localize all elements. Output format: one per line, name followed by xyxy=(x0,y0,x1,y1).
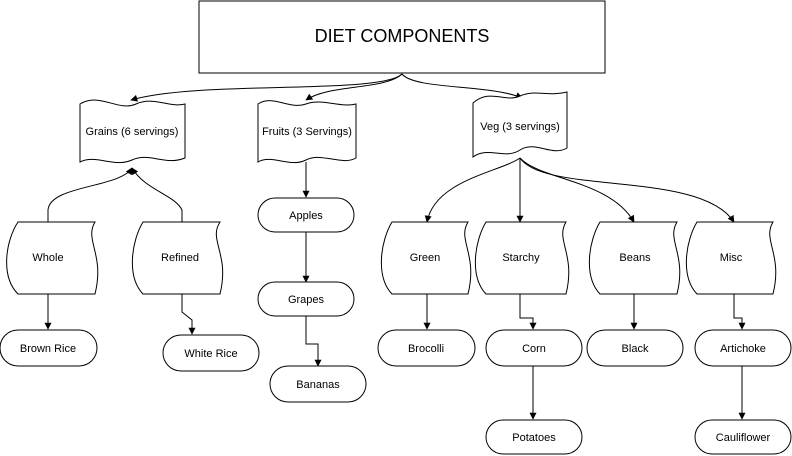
edge-refined-whiterice xyxy=(181,294,196,335)
edge-veg-green xyxy=(424,157,521,223)
food-label-brocolli: Brocolli xyxy=(408,343,444,355)
food-label-black: Black xyxy=(622,343,649,355)
subgroup-label-refined: Refined xyxy=(161,252,199,264)
food-label-artichoke: Artichoke xyxy=(720,343,766,355)
subgroup-label-beans: Beans xyxy=(619,252,651,264)
edge-misc-artichoke xyxy=(733,294,746,330)
subgroup-label-green: Green xyxy=(410,252,441,264)
group-node-grains: Grains (6 servings) xyxy=(79,99,186,164)
subgroup-label-misc: Misc xyxy=(720,252,743,264)
food-node-apples: Apples xyxy=(257,197,355,233)
subgroup-node-starchy: Starchy xyxy=(474,221,570,295)
subgroup-node-misc: Misc xyxy=(685,221,777,295)
food-node-black: Black xyxy=(586,329,684,367)
food-label-cauliflower: Cauliflower xyxy=(716,432,771,444)
food-label-apples: Apples xyxy=(289,210,323,222)
edge-title-fruits xyxy=(305,73,403,101)
group-node-veg: Veg (3 servings) xyxy=(472,91,568,158)
edge-veg-beans xyxy=(519,157,635,223)
group-label-fruits: Fruits (3 Servings) xyxy=(262,126,352,138)
group-label-grains: Grains (6 servings) xyxy=(86,126,179,138)
food-node-brown-rice: Brown Rice xyxy=(0,329,98,367)
food-node-grapes: Grapes xyxy=(257,281,355,317)
diagram-title: DIET COMPONENTS xyxy=(315,26,490,46)
food-node-potatoes: Potatoes xyxy=(485,419,583,455)
food-label-bananas: Bananas xyxy=(296,379,340,391)
connectors xyxy=(44,73,746,420)
edge-veg-misc xyxy=(519,157,735,223)
food-label-brown-rice: Brown Rice xyxy=(20,343,76,355)
food-node-corn: Corn xyxy=(485,329,583,367)
subgroup-node-beans: Beans xyxy=(588,221,681,295)
edge-grapes-bananas xyxy=(305,316,322,367)
subgroup-node-whole: Whole xyxy=(6,221,99,295)
food-label-corn: Corn xyxy=(522,343,546,355)
food-node-cauliflower: Cauliflower xyxy=(694,419,792,455)
edge-title-grains xyxy=(130,73,403,102)
food-label-grapes: Grapes xyxy=(288,294,325,306)
edge-refined-grains xyxy=(131,167,183,222)
subgroup-node-green: Green xyxy=(380,221,472,295)
group-label-veg: Veg (3 servings) xyxy=(480,121,559,133)
subgroup-label-starchy: Starchy xyxy=(502,252,540,264)
food-label-white-rice: White Rice xyxy=(184,348,237,360)
title-node: DIET COMPONENTS xyxy=(198,0,606,74)
edge-starchy-corn xyxy=(519,294,537,330)
food-label-potatoes: Potatoes xyxy=(512,432,556,444)
subgroup-label-whole: Whole xyxy=(32,252,63,264)
group-node-fruits: Fruits (3 Servings) xyxy=(257,100,357,164)
food-node-bananas: Bananas xyxy=(269,365,367,403)
food-node-brocolli: Brocolli xyxy=(377,329,476,367)
food-node-white-rice: White Rice xyxy=(162,334,260,372)
edge-title-veg xyxy=(401,73,523,99)
edge-whole-grains xyxy=(47,167,133,222)
food-node-artichoke: Artichoke xyxy=(694,329,792,367)
subgroup-node-refined: Refined xyxy=(131,221,224,295)
